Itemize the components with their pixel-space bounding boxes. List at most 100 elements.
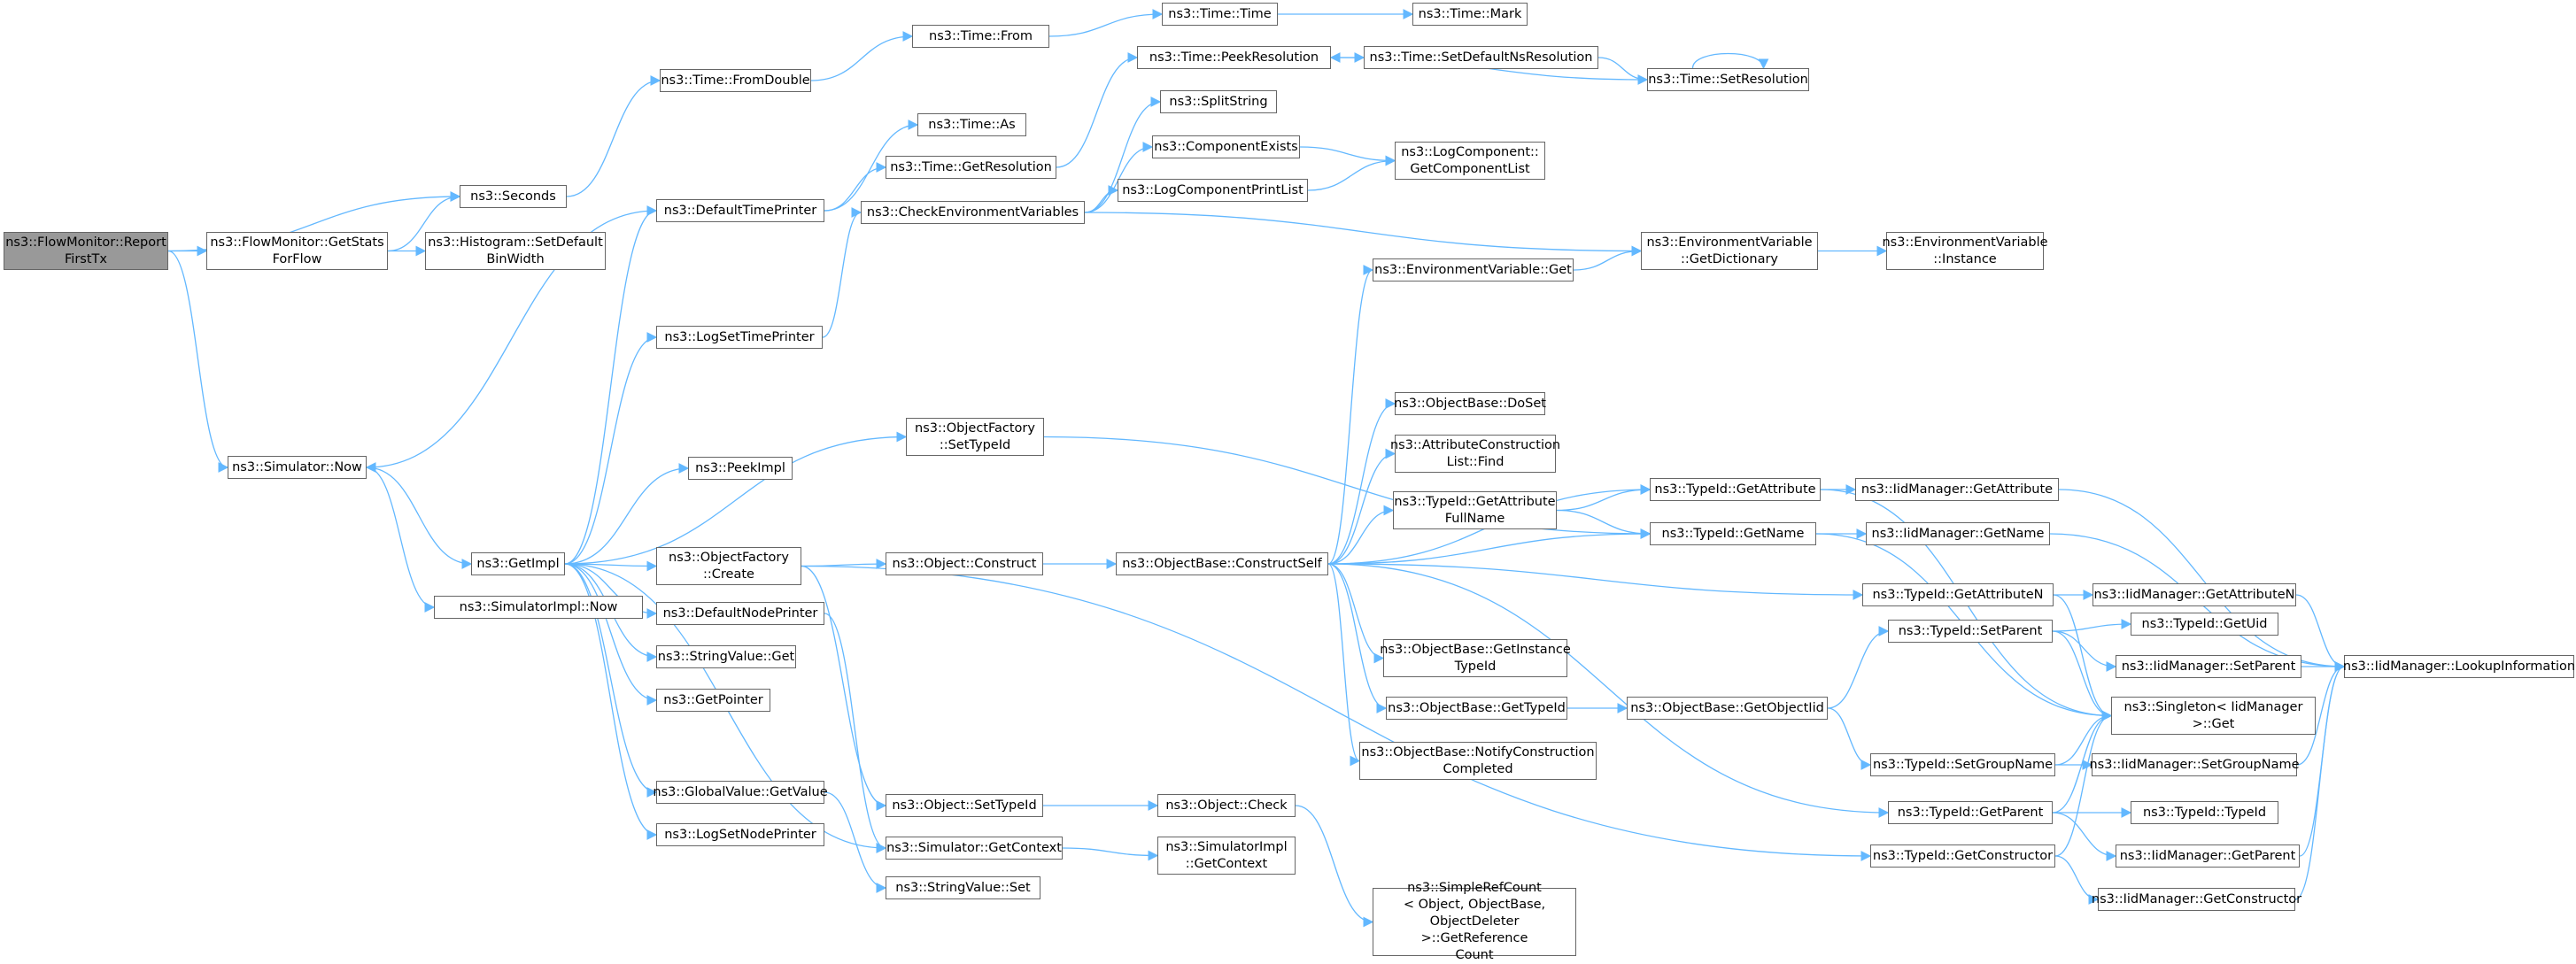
edge-fromdouble-to-from (810, 31, 914, 81)
node-obdoset[interactable]: ns3::ObjectBase::DoSet (1394, 392, 1546, 415)
node-time[interactable]: ns3::Time::Time (1162, 3, 1278, 26)
node-setres[interactable]: ns3::Time::SetResolution (1647, 68, 1809, 91)
node-obconstructself[interactable]: ns3::ObjectBase::ConstructSelf (1116, 552, 1328, 575)
edge-envget-to-envgetdict (1573, 245, 1643, 271)
node-iidgetattrn[interactable]: ns3::IidManager::GetAttributeN (2093, 583, 2296, 606)
node-logsettime[interactable]: ns3::LogSetTimePrinter (656, 326, 823, 349)
node-getres[interactable]: ns3::Time::GetResolution (886, 156, 1056, 179)
edge-checkenv-to-envgetdict (1084, 212, 1643, 257)
edge-obconstructself-to-envget (1327, 265, 1374, 565)
node-tidgetuid[interactable]: ns3::TypeId::GetUid (2131, 613, 2278, 636)
node-ofcreate[interactable]: ns3::ObjectFactory ::Create (656, 547, 801, 585)
edge-tidgetctor-to-singleton (2054, 710, 2113, 857)
node-envinst[interactable]: ns3::EnvironmentVariable ::Instance (1882, 232, 2048, 270)
node-simplerefcount[interactable]: ns3::SimpleRefCount < Object, ObjectBase… (1373, 881, 1576, 962)
edge-getimpl-to-ofsettype (564, 431, 908, 565)
edge-seconds-to-fromdouble (566, 75, 661, 197)
node-iidgetparent[interactable]: ns3::IidManager::GetParent (2116, 844, 2300, 868)
node-checkenv[interactable]: ns3::CheckEnvironmentVariables (861, 201, 1085, 224)
node-obnotify[interactable]: ns3::ObjectBase::NotifyConstruction Comp… (1359, 742, 1597, 780)
node-singleton[interactable]: ns3::Singleton< IidManager >::Get (2111, 697, 2316, 735)
edge-getstats-to-seconds (387, 191, 461, 252)
node-getimpl[interactable]: ns3::GetImpl (471, 552, 565, 575)
node-logcompprint[interactable]: ns3::LogComponentPrintList (1118, 179, 1308, 202)
node-ofsettype[interactable]: ns3::ObjectFactory ::SetTypeId (906, 418, 1044, 456)
node-defnodeprinter[interactable]: ns3::DefaultNodePrinter (656, 602, 824, 625)
node-logsetnode[interactable]: ns3::LogSetNodePrinter (656, 823, 824, 846)
node-obgetobjtid[interactable]: ns3::ObjectBase::GetObjectIid (1627, 697, 1828, 720)
node-getpointer[interactable]: ns3::GetPointer (656, 689, 770, 712)
node-objcheck[interactable]: ns3::Object::Check (1157, 794, 1296, 817)
edge-deftimeprinter-to-simnow (365, 210, 657, 473)
node-iidgetattr[interactable]: ns3::IidManager::GetAttribute (1855, 478, 2059, 501)
node-iidgetctor[interactable]: ns3::IidManager::GetConstructor (2092, 888, 2301, 911)
edge-obconstructself-to-obgetinst (1327, 563, 1385, 664)
node-iidlookup[interactable]: ns3::IidManager::LookupInformation (2343, 655, 2575, 678)
edge-obconstructself-to-obnotify (1327, 563, 1361, 767)
edge-tidgetctor-to-iidgetctor (2054, 855, 2100, 905)
edge-iidgetattrn-to-iidlookup (2295, 594, 2346, 672)
edge-setdefns-to-setres (1597, 57, 1649, 85)
node-obgettypeid[interactable]: ns3::ObjectBase::GetTypeId (1386, 697, 1567, 720)
node-getcomplist[interactable]: ns3::LogComponent:: GetComponentList (1395, 142, 1545, 180)
edge-logcompprint-to-getcomplist (1307, 155, 1396, 191)
node-objsettypeid[interactable]: ns3::Object::SetTypeId (886, 794, 1043, 817)
node-histo[interactable]: ns3::Histogram::SetDefault BinWidth (425, 232, 606, 270)
node-tidgetattrfull[interactable]: ns3::TypeId::GetAttribute FullName (1393, 491, 1557, 529)
node-iidsetparent[interactable]: ns3::IidManager::SetParent (2116, 655, 2301, 678)
edge-tidgetattrfull-to-tidgetattr (1556, 484, 1652, 512)
node-compexists[interactable]: ns3::ComponentExists (1152, 135, 1300, 158)
edge-obgetobjtid-to-tidsetparent (1827, 626, 1890, 709)
node-seconds[interactable]: ns3::Seconds (460, 185, 567, 208)
node-tidgetattr[interactable]: ns3::TypeId::GetAttribute (1650, 478, 1821, 501)
edge-getimpl-to-logsettime (564, 332, 658, 565)
node-simgetctx[interactable]: ns3::Simulator::GetContext (886, 837, 1063, 860)
node-report[interactable]: ns3::FlowMonitor::Report FirstTx (4, 232, 168, 270)
node-gvgetvalue[interactable]: ns3::GlobalValue::GetValue (653, 781, 828, 804)
edge-tidsetparent-to-iidsetparent (2052, 630, 2117, 672)
node-strget[interactable]: ns3::StringValue::Get (656, 645, 796, 668)
node-tidgetctor[interactable]: ns3::TypeId::GetConstructor (1870, 844, 2055, 868)
edge-deftimeprinter-to-getres (824, 162, 887, 212)
node-peekres[interactable]: ns3::Time::PeekResolution (1137, 46, 1331, 69)
node-fromdouble[interactable]: ns3::Time::FromDouble (660, 69, 811, 92)
node-deftimeprinter[interactable]: ns3::DefaultTimePrinter (656, 199, 824, 222)
node-strset[interactable]: ns3::StringValue::Set (886, 876, 1040, 899)
edge-tidsetparent-to-singleton (2052, 630, 2113, 721)
node-envgetdict[interactable]: ns3::EnvironmentVariable ::GetDictionary (1641, 232, 1818, 270)
node-as[interactable]: ns3::Time::As (917, 113, 1026, 136)
edge-iidgetattr-to-iidlookup (2058, 489, 2346, 672)
node-splitstr[interactable]: ns3::SplitString (1160, 90, 1277, 113)
node-setdefns[interactable]: ns3::Time::SetDefaultNsResolution (1364, 46, 1598, 69)
node-iidsetgroup[interactable]: ns3::IidManager::SetGroupName (2089, 753, 2300, 776)
node-simimplnow[interactable]: ns3::SimulatorImpl::Now (434, 596, 643, 619)
node-tidgetattrn[interactable]: ns3::TypeId::GetAttributeN (1862, 583, 2054, 606)
node-tidgetparent[interactable]: ns3::TypeId::GetParent (1888, 801, 2053, 824)
node-obgetinst[interactable]: ns3::ObjectBase::GetInstance TypeId (1380, 639, 1571, 677)
node-tidsetgroup[interactable]: ns3::TypeId::SetGroupName (1870, 753, 2055, 776)
edge-obconstructself-to-tidgetattrn (1327, 563, 1864, 600)
edge-getimpl-to-peekimpl (564, 463, 690, 565)
edge-setres-to-setres (1691, 52, 1769, 70)
node-tidsetparent[interactable]: ns3::TypeId::SetParent (1888, 620, 2053, 643)
node-iidgetname[interactable]: ns3::IidManager::GetName (1866, 522, 2050, 545)
node-objconstruct[interactable]: ns3::Object::Construct (886, 552, 1043, 575)
edge-obconstructself-to-obgettypeid (1327, 563, 1388, 713)
edge-obconstructself-to-obdoset (1327, 398, 1396, 565)
edge-ofcreate-to-tidgetctor (801, 565, 1872, 861)
node-envget[interactable]: ns3::EnvironmentVariable::Get (1373, 258, 1574, 281)
edge-getimpl-to-gvgetvalue (564, 563, 658, 798)
node-simnow[interactable]: ns3::Simulator::Now (228, 456, 367, 479)
node-mark[interactable]: ns3::Time::Mark (1412, 3, 1528, 26)
node-acfind[interactable]: ns3::AttributeConstruction List::Find (1390, 435, 1560, 473)
edge-obgetobjtid-to-tidsetgroup (1827, 707, 1872, 770)
edge-obconstructself-to-tidgetparent (1327, 563, 1890, 818)
node-tidgetname[interactable]: ns3::TypeId::GetName (1650, 522, 1816, 545)
edge-ofcreate-to-objsettypeid (801, 565, 887, 811)
node-tidtypeid[interactable]: ns3::TypeId::TypeId (2131, 801, 2278, 824)
node-from[interactable]: ns3::Time::From (912, 25, 1049, 48)
node-peekimpl[interactable]: ns3::PeekImpl (688, 457, 793, 480)
node-simimplgetctx[interactable]: ns3::SimulatorImpl ::GetContext (1157, 837, 1296, 875)
node-getstats[interactable]: ns3::FlowMonitor::GetStats ForFlow (206, 232, 388, 270)
